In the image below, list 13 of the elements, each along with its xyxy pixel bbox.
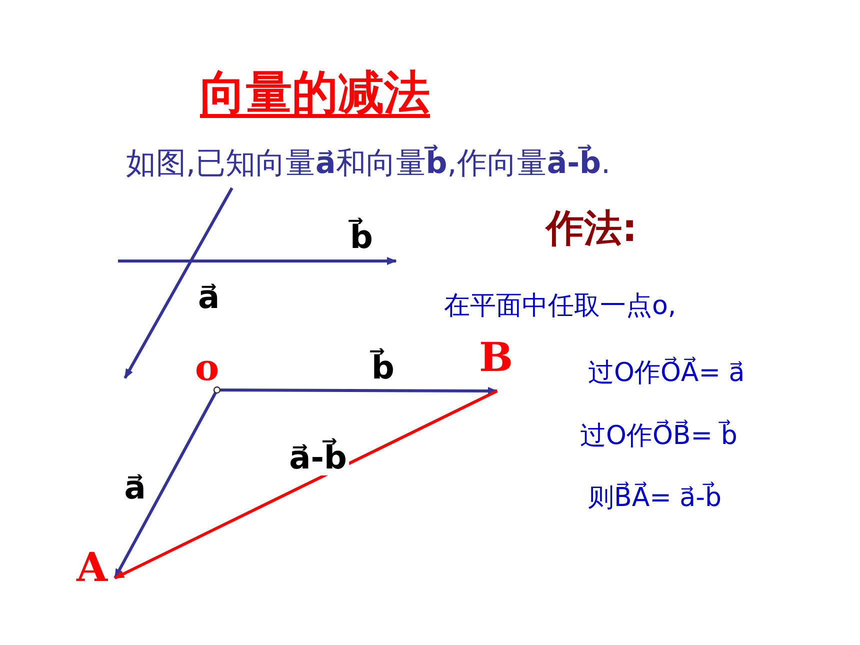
step-text: 过O作O⃗B⃗= b⃗ xyxy=(580,418,738,453)
step-text: 过O作O⃗A⃗= a⃗ xyxy=(588,356,745,390)
vector-label: b⃗ xyxy=(350,218,373,256)
point-label: B xyxy=(474,338,518,390)
vector-label: a⃗ xyxy=(198,278,220,316)
step-text: 在平面中任取一点o, xyxy=(444,290,676,323)
point-label: A xyxy=(70,548,114,592)
point-label: o xyxy=(193,350,221,390)
vector-arrow xyxy=(114,390,498,580)
method-heading: 作法: xyxy=(546,205,638,252)
step-text: 则B⃗A⃗= a⃗-b⃗ xyxy=(588,480,722,515)
title: 向量的减法 xyxy=(200,64,430,121)
instruction-text: 如图,已知向量a⃗和向量b⃗,作向量a⃗-b⃗. xyxy=(126,144,611,183)
